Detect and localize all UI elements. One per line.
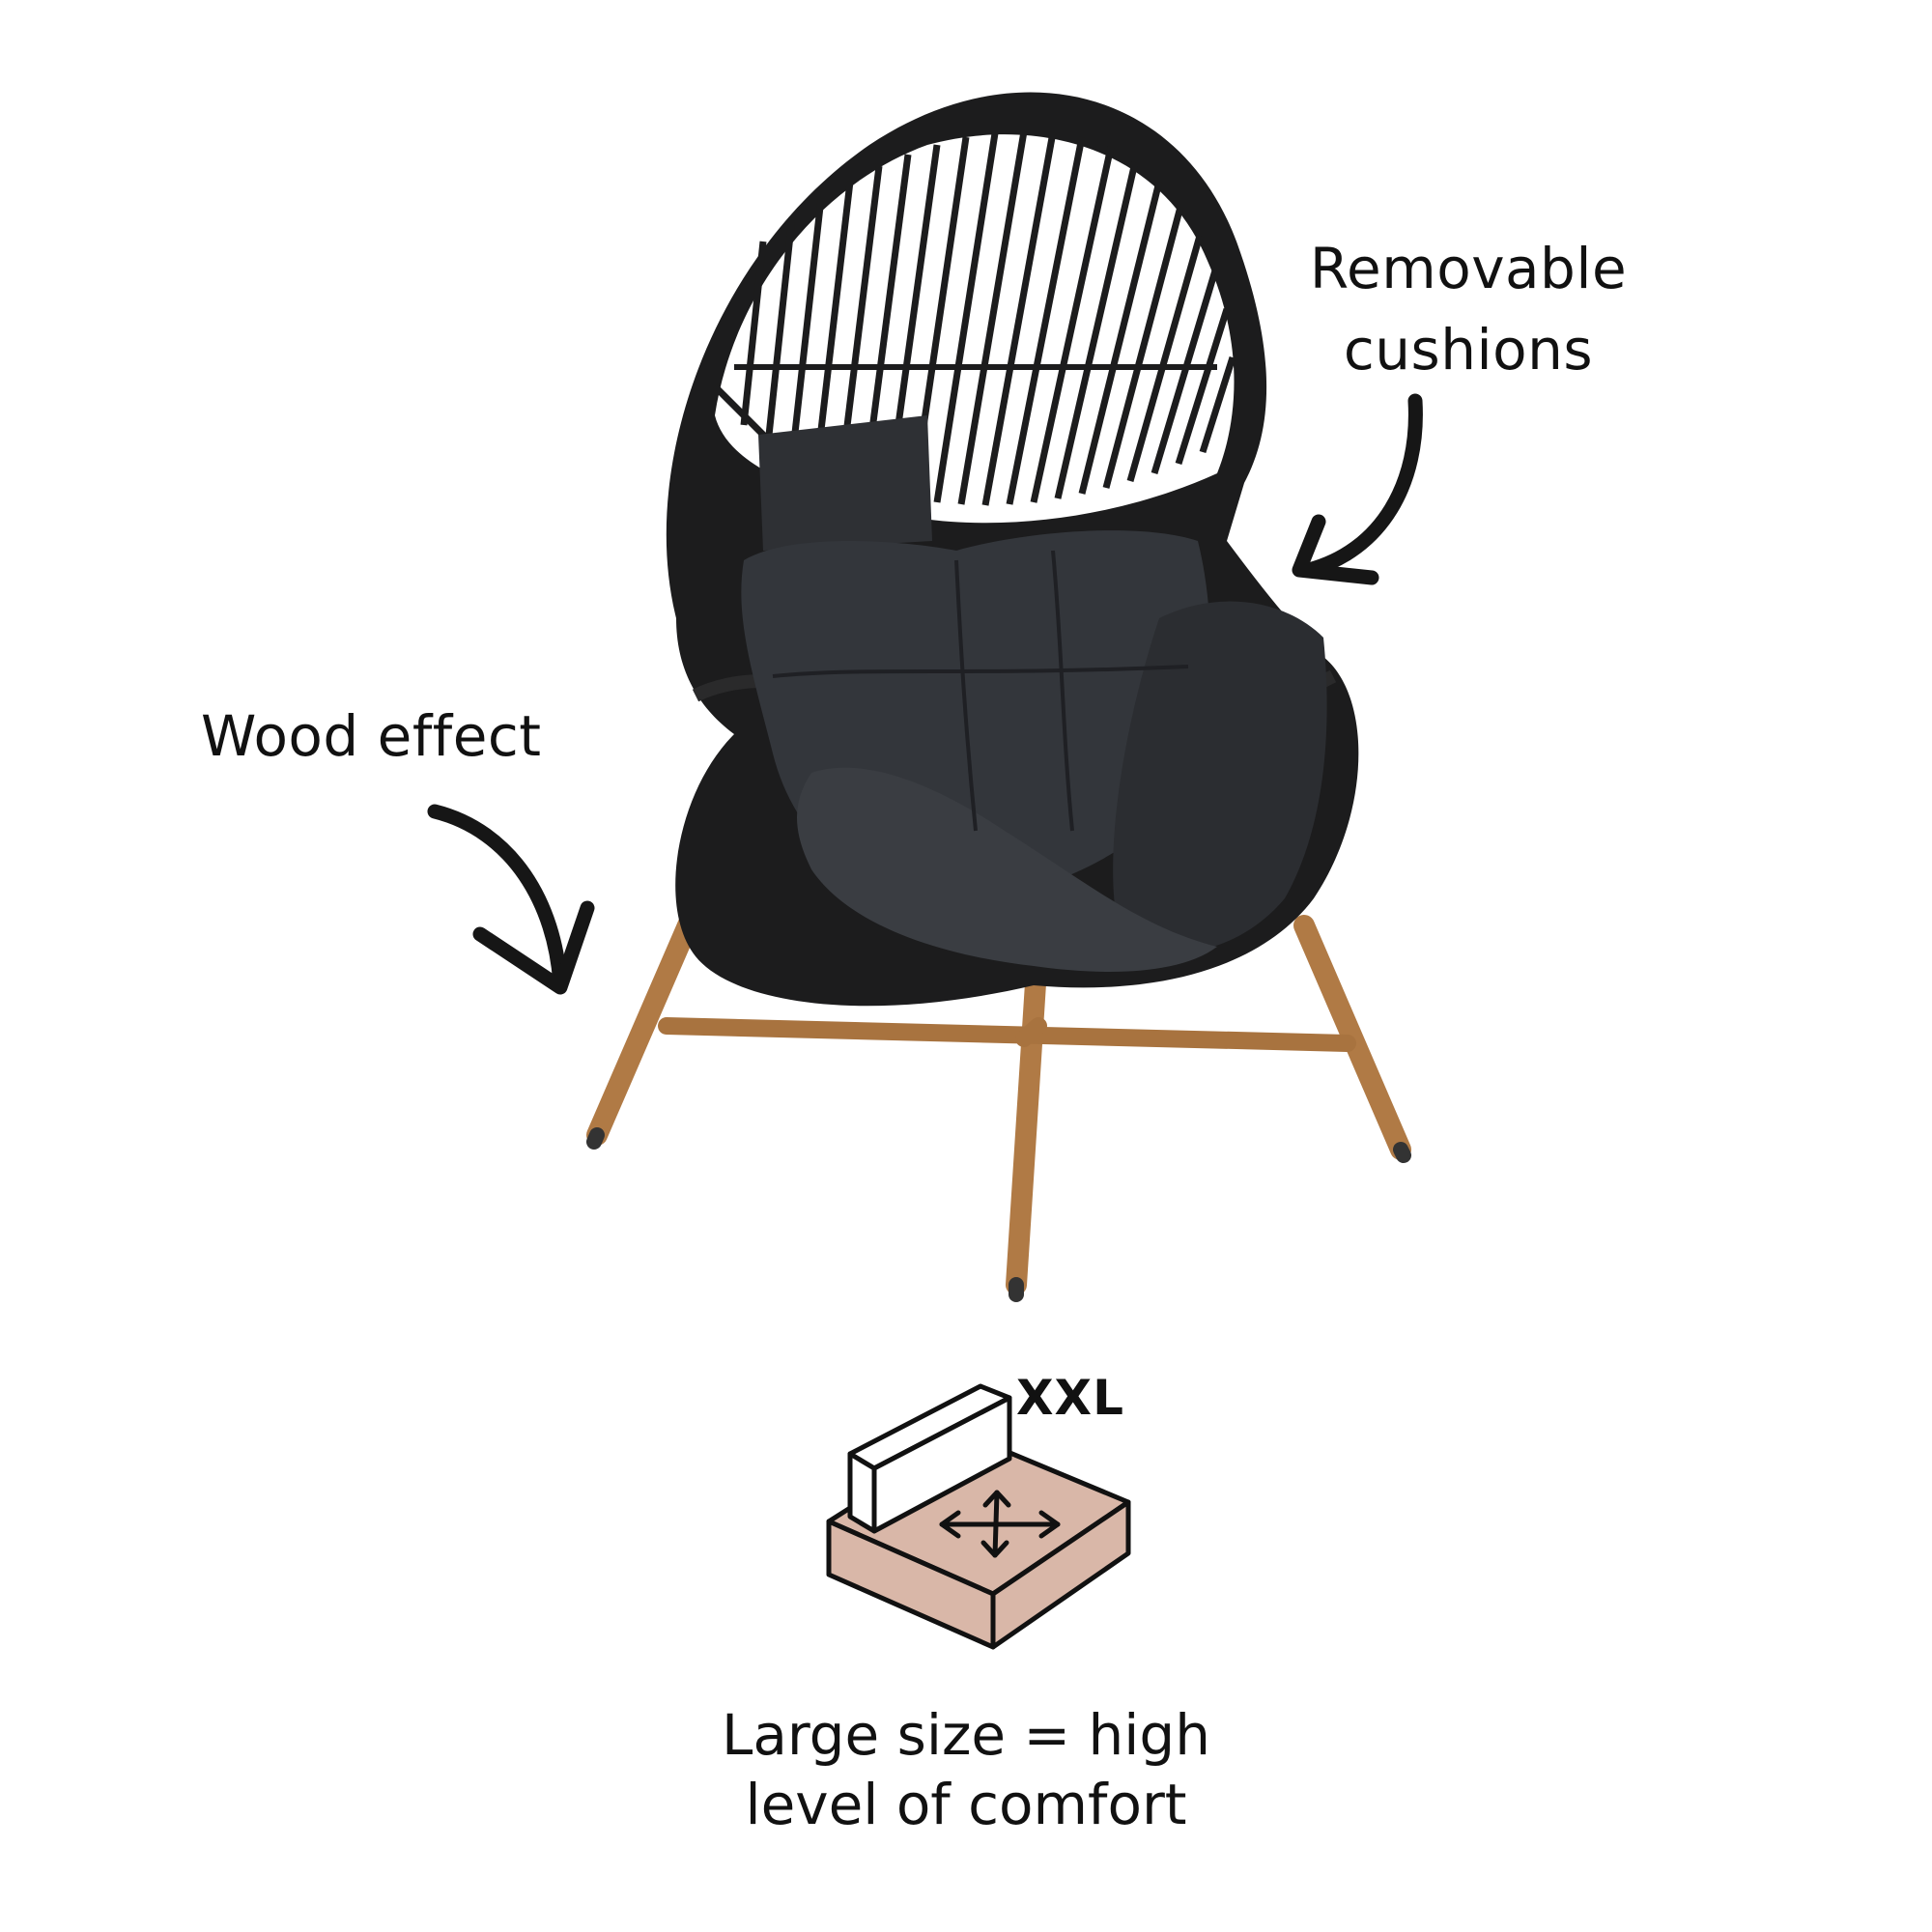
cushion-tufting — [772, 550, 1189, 832]
removable-cushions-label: Removable cushions — [1294, 228, 1642, 390]
comfort-caption-line-1: Large size = high — [722, 1702, 1210, 1768]
wood-effect-legs — [586, 864, 1411, 1302]
removable-cushions-line-2: cushions — [1343, 317, 1594, 383]
comfort-caption-line-2: level of comfort — [745, 1772, 1187, 1837]
comfort-caption: Large size = high level of comfort — [618, 1700, 1314, 1839]
xxl-badge: XXL — [1016, 1370, 1124, 1426]
arrow-to-cushions-icon — [1292, 393, 1423, 585]
expand-arrows-icon — [939, 1490, 1061, 1558]
cushion-size-icon — [826, 1383, 1131, 1650]
removable-cushions-line-1: Removable — [1309, 236, 1628, 301]
removable-cushions — [741, 415, 1327, 972]
arrow-to-legs-icon — [427, 804, 595, 995]
wood-effect-label: Wood effect — [201, 703, 542, 769]
